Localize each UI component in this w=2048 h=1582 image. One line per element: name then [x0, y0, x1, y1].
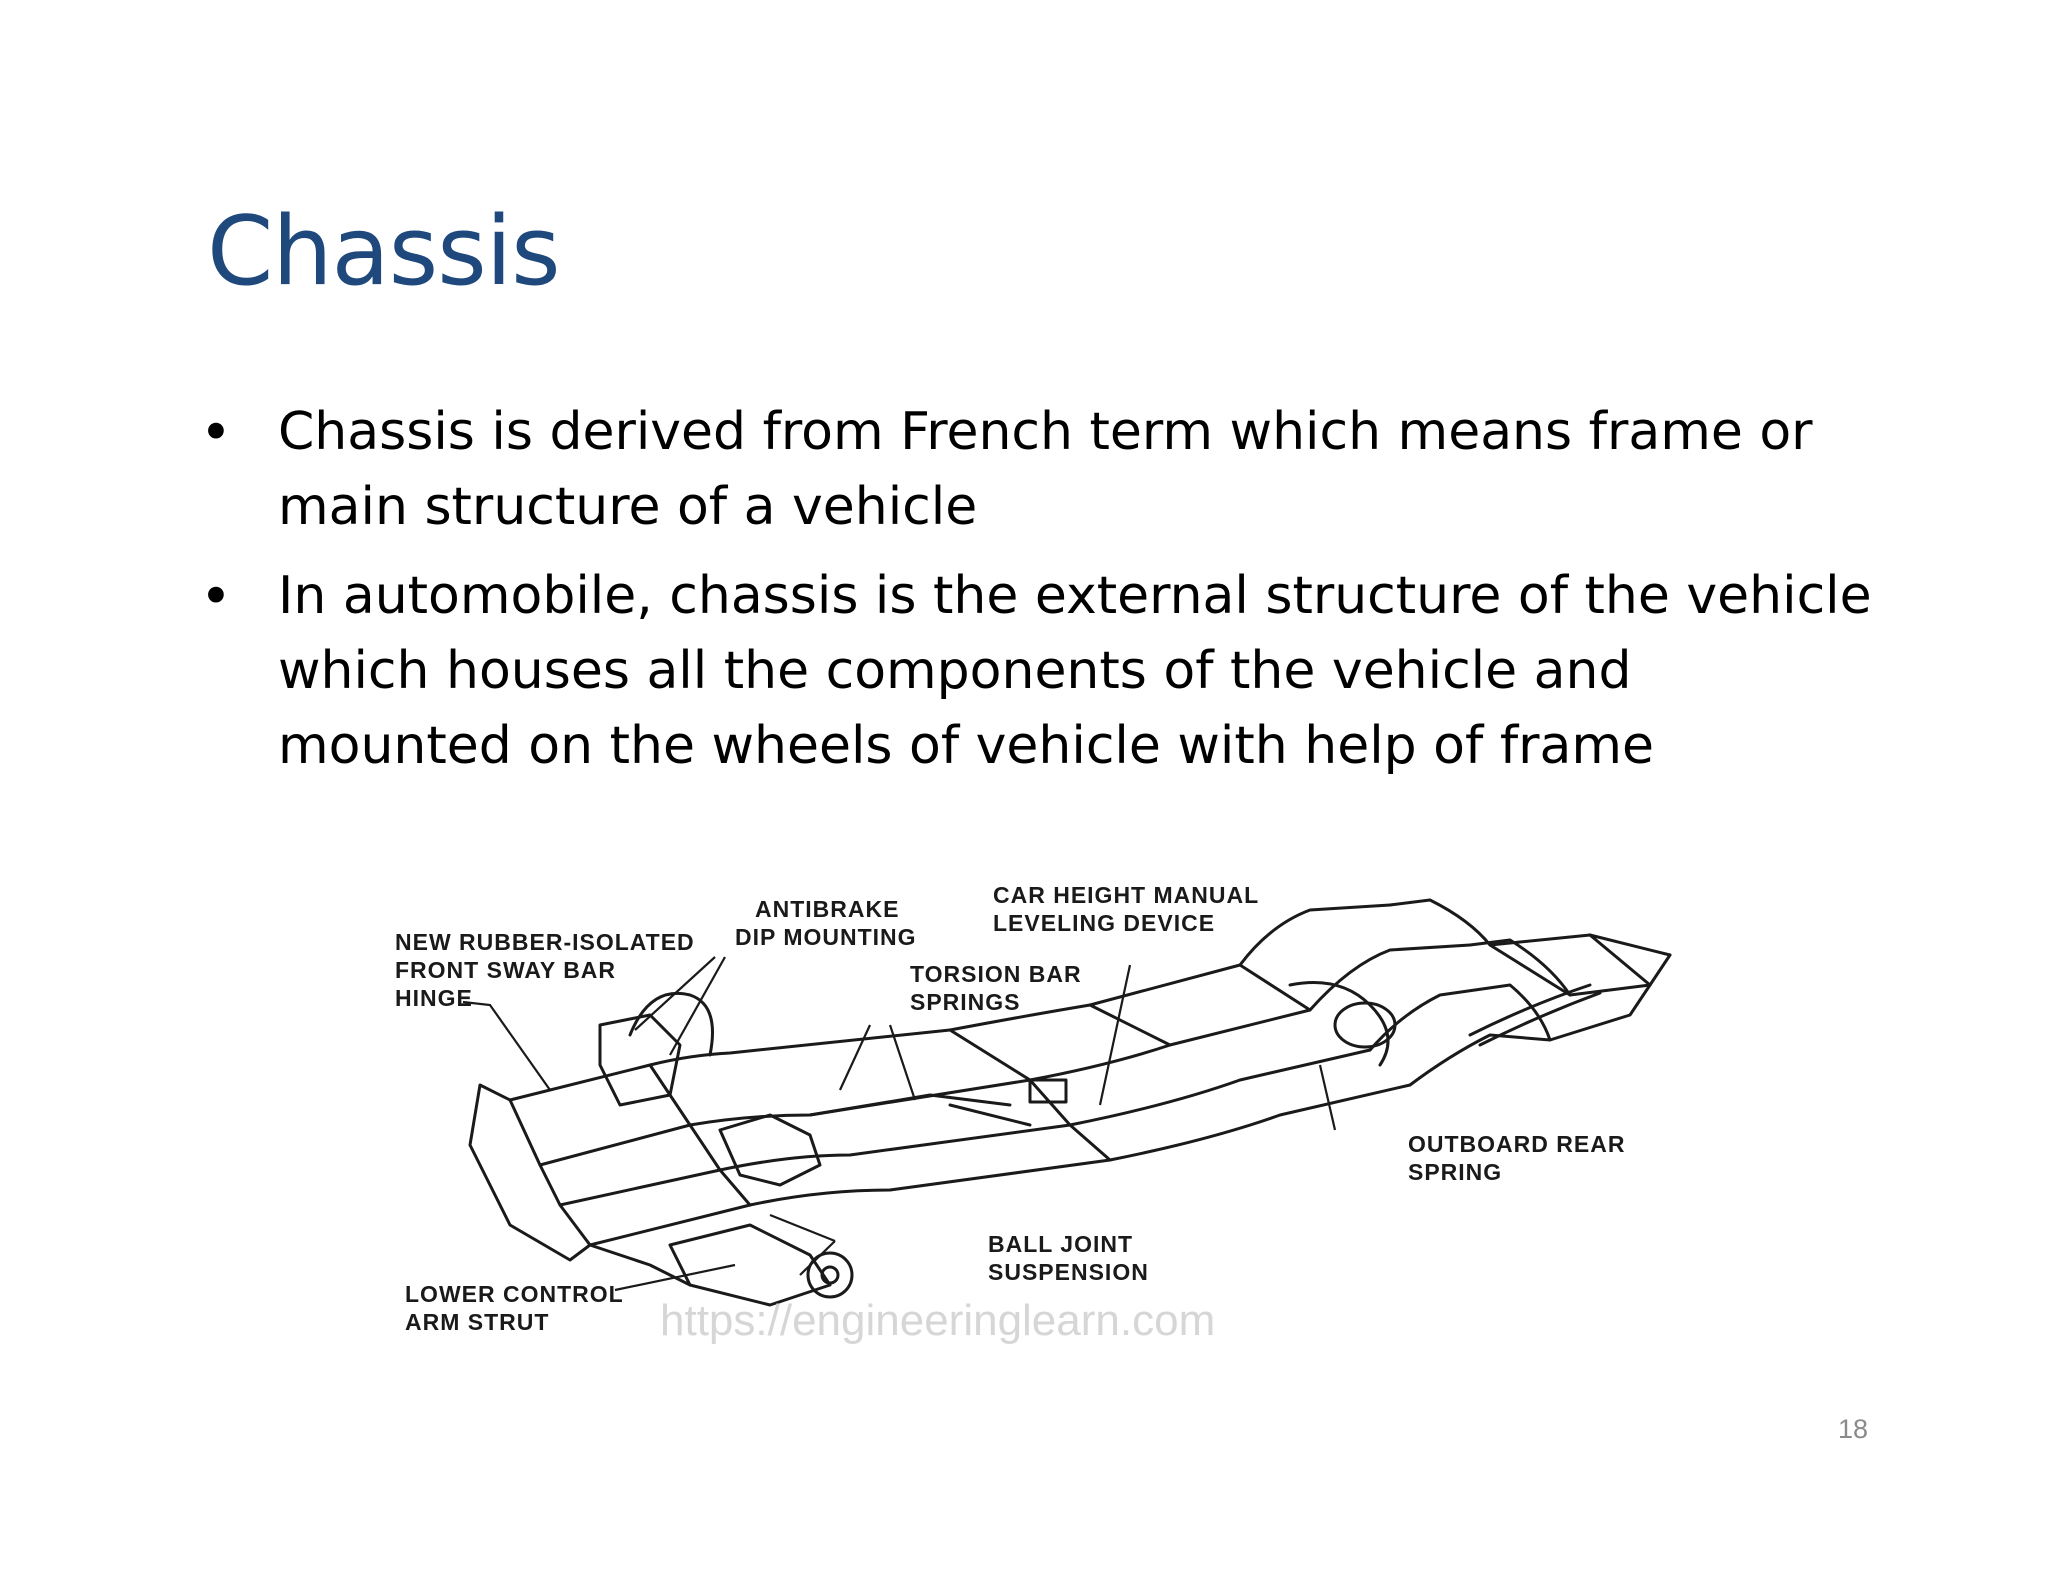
- label-line: ARM STRUT: [405, 1309, 549, 1335]
- label-line: DIP MOUNTING: [735, 924, 917, 950]
- label-line: SPRINGS: [910, 989, 1021, 1015]
- label-line: CAR HEIGHT MANUAL: [993, 882, 1259, 908]
- chassis-frame-drawing: [468, 898, 1672, 1307]
- label-outboard-spring: OUTBOARD REAR SPRING: [1408, 1131, 1633, 1185]
- bullet-list: • Chassis is derived from French term wh…: [200, 395, 1880, 798]
- label-car-height: CAR HEIGHT MANUAL LEVELING DEVICE: [993, 882, 1266, 936]
- label-line: SUSPENSION: [988, 1259, 1149, 1285]
- label-line: LEVELING DEVICE: [993, 910, 1215, 936]
- label-line: TORSION BAR: [910, 961, 1082, 987]
- chassis-diagram: https://engineeringlearn.com NEW RUBBER-…: [395, 882, 1672, 1345]
- bullet-item: • Chassis is derived from French term wh…: [200, 395, 1880, 545]
- bullet-dot: •: [200, 401, 232, 464]
- bullet-text: In automobile, chassis is the external s…: [278, 566, 1872, 776]
- bullet-dot: •: [200, 565, 232, 628]
- label-line: BALL JOINT: [988, 1231, 1133, 1257]
- bullet-text: Chassis is derived from French term whic…: [278, 402, 1813, 537]
- watermark-text: https://engineeringlearn.com: [660, 1296, 1215, 1345]
- label-line: NEW RUBBER-ISOLATED: [395, 929, 695, 955]
- label-line: ANTIBRAKE: [755, 896, 899, 922]
- page-number: 18: [1837, 1414, 1868, 1444]
- label-front-sway-bar: NEW RUBBER-ISOLATED FRONT SWAY BAR HINGE: [395, 929, 702, 1011]
- label-line: HINGE: [395, 985, 473, 1011]
- label-line: LOWER CONTROL: [405, 1281, 623, 1307]
- bullet-item: • In automobile, chassis is the external…: [200, 559, 1880, 784]
- label-line: OUTBOARD REAR: [1408, 1131, 1625, 1157]
- label-line: FRONT SWAY BAR: [395, 957, 616, 983]
- label-torsion-bar: TORSION BAR SPRINGS: [910, 961, 1089, 1015]
- label-antibrake: ANTIBRAKE DIP MOUNTING: [735, 896, 917, 950]
- label-line: SPRING: [1408, 1159, 1502, 1185]
- label-lower-control-arm: LOWER CONTROL ARM STRUT: [405, 1281, 631, 1335]
- label-ball-joint: BALL JOINT SUSPENSION: [988, 1231, 1149, 1285]
- slide-title: Chassis: [207, 197, 561, 307]
